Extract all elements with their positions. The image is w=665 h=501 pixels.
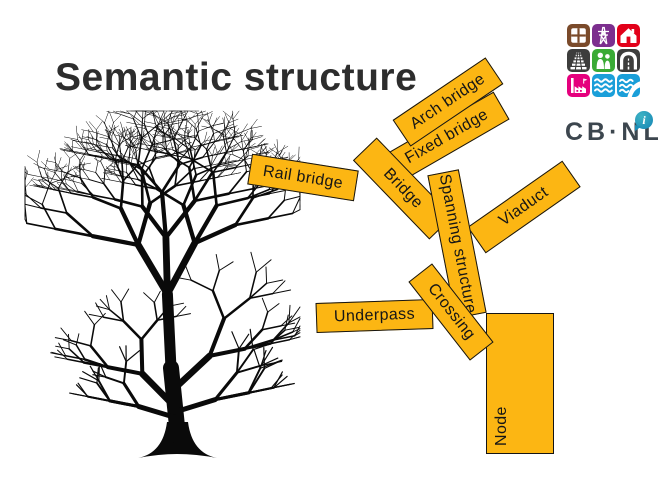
house-tile — [617, 24, 640, 47]
pylon-icon — [598, 26, 609, 45]
concept-label-node: Node — [486, 313, 554, 454]
water-tile — [592, 74, 615, 97]
factory-tile — [567, 74, 590, 97]
pylon-tile — [592, 24, 615, 47]
railway-icon — [570, 51, 587, 71]
people-tile — [592, 49, 615, 72]
window-tile — [567, 24, 590, 47]
info-balloon-icon: i — [635, 111, 653, 129]
people-icon — [596, 52, 611, 69]
concept-label-underpass: Underpass — [315, 298, 434, 334]
railway-tile — [567, 49, 590, 72]
concept-label-viaduct: Viaduct — [467, 160, 581, 254]
house-icon — [620, 28, 637, 43]
coast-icon — [619, 78, 640, 97]
window-icon — [571, 28, 586, 43]
road-tile — [617, 49, 640, 72]
water-icon — [594, 78, 613, 93]
road-icon — [620, 51, 637, 70]
tree-silhouette-icon — [24, 110, 301, 458]
cbnl-logo — [567, 24, 640, 97]
page-title: Semantic structure — [55, 56, 418, 100]
node-label-text: Node — [493, 406, 510, 446]
coast-tile — [617, 74, 640, 97]
factory-icon — [571, 78, 588, 93]
